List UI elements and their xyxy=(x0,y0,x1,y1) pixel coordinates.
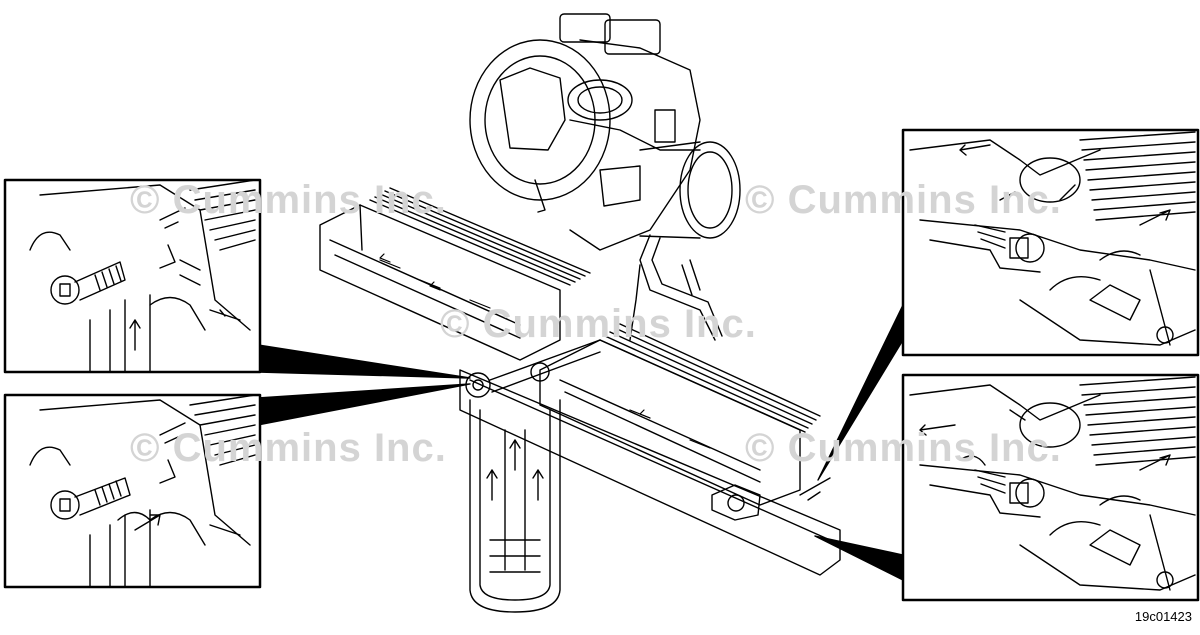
figure-id: 19c01423 xyxy=(1134,609,1192,624)
leader-upper-left xyxy=(257,344,471,379)
inset-upper-right xyxy=(901,128,1200,357)
oil-cooler-assembly xyxy=(319,187,841,576)
oil-filter xyxy=(469,399,561,613)
bypass-valve-small xyxy=(711,477,831,521)
inset-upper-left xyxy=(3,178,262,374)
inset-lower-left xyxy=(3,393,262,589)
leader-lower-right xyxy=(814,535,904,581)
leader-upper-right xyxy=(817,304,904,481)
leader-lower-left xyxy=(257,383,471,426)
turbocharger xyxy=(469,13,741,341)
inset-lower-right xyxy=(901,373,1200,602)
callout-leaders xyxy=(257,304,904,581)
